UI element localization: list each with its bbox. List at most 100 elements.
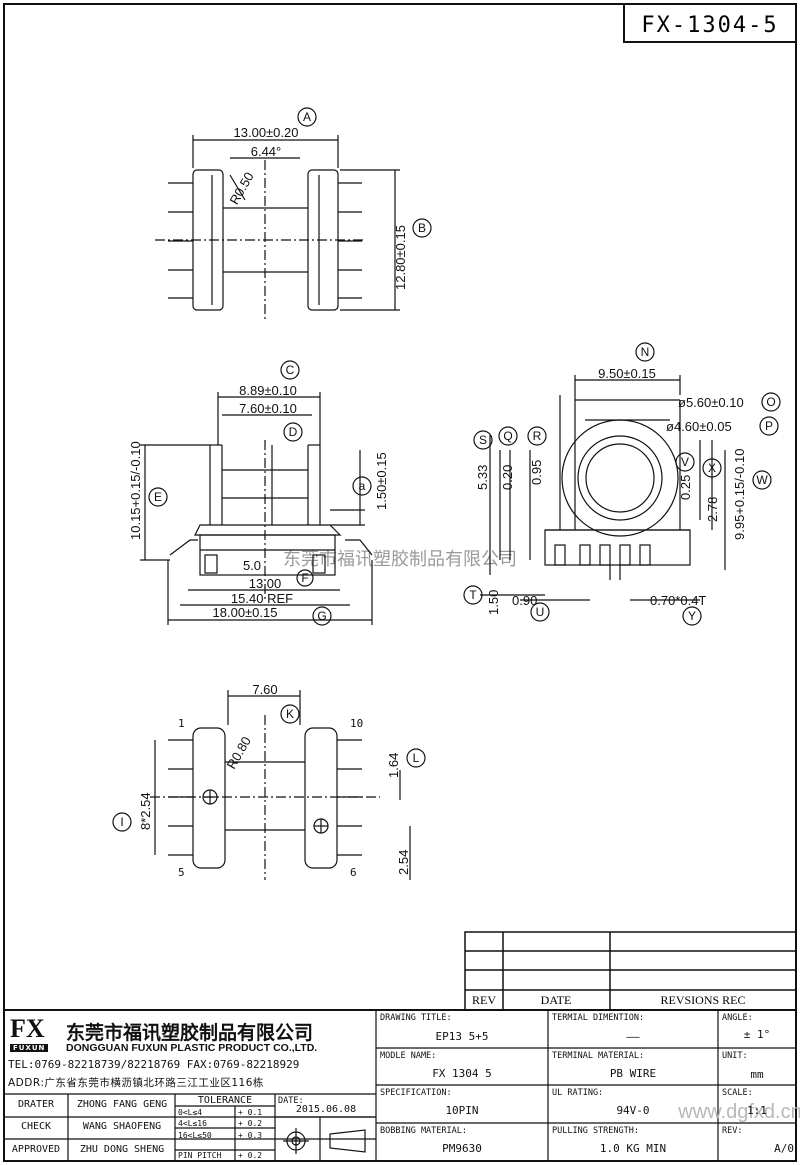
dim-bottom-i: 8*2.54 [138,792,153,830]
rev-header: REV [472,993,496,1007]
dim-front-e: 10.15+0.15/-0.10 [128,441,143,540]
label-L: L [413,751,420,765]
dim-side-q: 0.20 [500,465,515,490]
dim-front-c: 8.89±0.10 [239,383,297,398]
pull-label: PULLING STRENGTH: [552,1126,639,1136]
label-A: A [303,110,311,124]
label-S: S [479,433,487,447]
label-F: F [301,571,308,585]
tolerance-value-4: + 0.2 [238,1151,263,1160]
dim-front-a: 1.50±0.15 [374,452,389,510]
revision-table [464,931,797,1011]
website-watermark: www.dgfxd.cn [677,1101,800,1123]
label-N: N [641,345,650,359]
dim-bottom-r: R0.80 [224,734,254,772]
drawing-title-value: EP13 5+5 [435,1030,489,1043]
label-a: a [359,479,366,493]
top-view [155,107,432,320]
tolerance-range-2: 4<L≤16 [178,1119,207,1128]
drawing-border [3,3,797,1162]
label-P: P [765,419,773,433]
tolerance-range-3: 16<L≤50 [178,1131,212,1140]
label-K: K [286,707,294,721]
dim-front-d: 7.60±0.10 [239,401,297,416]
tolerance-range-4: PIN PITCH [178,1151,222,1160]
model-value: FX 1304 5 [432,1067,492,1080]
dim-front-13: 13.00 [249,576,282,591]
angle-label: ANGLE: [722,1013,753,1023]
spec-label: SPECIFICATION: [380,1088,452,1098]
tolerance-value-3: + 0.3 [238,1131,263,1140]
dim-front-g: 18.00±0.15 [213,605,278,620]
dim-side-n: 9.50±0.15 [598,366,656,381]
company-addr: ADDR:广东省东莞市横沥镇北环路三江工业区116栋 [8,1077,264,1089]
dim-bottom-pitch: 2.54 [396,850,411,875]
dim-bottom-l: 1.64 [386,753,401,778]
label-O: O [766,395,775,409]
dim-top-width: 13.00±0.20 [234,125,299,140]
dim-side-t: 1.50 [486,590,501,615]
label-Y: Y [688,609,696,623]
signoff-name-check: WANG SHAOFENG [82,1121,162,1132]
label-Q: Q [503,429,512,443]
label-R: R [533,429,542,443]
scale-label: SCALE: [722,1088,753,1098]
company-logo: FX [10,1014,45,1043]
spec-value: 10PIN [445,1104,479,1117]
date-header: DATE [541,993,572,1007]
pin-10-label: 10 [350,717,363,730]
company-logo-sub: FUXUN [10,1044,49,1052]
rev-value: A/0 [774,1142,794,1155]
front-view [140,360,373,626]
terminal-dim-label: TERMIAL DIMENTION: [552,1013,645,1023]
revisions-header: REVSIONS REC [660,993,745,1007]
dim-side-x: 2.78 [705,497,720,522]
dim-front-f: 5.0 [243,558,261,573]
dim-side-s: 5.33 [475,465,490,490]
label-B: B [418,221,426,235]
dim-bottom-k: 7.60 [252,682,277,697]
label-T: T [469,588,477,602]
pin-5-label: 5 [178,866,185,879]
dim-top-radius: R0.50 [226,169,256,207]
label-X: X [708,461,716,475]
pull-value: 1.0 KG MIN [599,1142,667,1155]
terminal-mat-value: PB WIRE [609,1067,657,1080]
part-code-box [623,3,797,43]
dim-side-w: 9.95+0.15/-0.10 [732,449,747,540]
tolerance-range-1: 0<L≤4 [178,1108,203,1117]
company-name-cn: 东莞市福讯塑胶制品有限公司 [66,1022,314,1044]
drawing-title-label: DRAWING TITLE: [380,1013,452,1023]
watermark-text: 东莞市福讯塑胶制品有限公司 [283,549,517,570]
tolerance-value-2: + 0.2 [238,1119,263,1128]
date-value: 2015.06.08 [295,1104,357,1115]
angle-value: ± 1° [743,1028,771,1041]
tolerance-value-1: + 0.1 [238,1108,263,1117]
signoff-name-drater: ZHONG FANG GENG [76,1099,168,1110]
label-C: C [286,363,295,377]
dim-top-angle: 6.44° [251,144,282,159]
dim-side-u: 0.90 [512,593,537,608]
date-label: DATE: [278,1096,304,1106]
label-W: W [756,473,768,487]
label-G: G [317,609,326,623]
pin-6-label: 6 [350,866,357,879]
company-tel: TEL:0769-82218739/82218769 FAX:0769-8221… [8,1058,300,1071]
pin-1-label: 1 [178,717,185,730]
label-D: D [289,425,298,439]
signoff-role-approved: APPROVED [11,1144,61,1155]
unit-label: UNIT: [722,1051,748,1061]
dim-side-y: 0.70*0.4T [650,593,706,608]
unit-value: mm [750,1068,764,1081]
company-name-en: DONGGUAN FUXUN PLASTIC PRODUCT CO.,LTD. [66,1042,318,1054]
scale-value: 1:1 [747,1104,767,1117]
dim-top-height: 12.80±0.15 [393,225,408,290]
label-V: V [681,455,689,469]
title-block-grid [4,1009,796,1161]
signoff-role-check: CHECK [20,1121,52,1132]
label-U: U [536,605,545,619]
bobbin-label: BOBBING MATERIAL: [380,1126,467,1136]
rev-label: REV: [722,1126,743,1136]
signoff-name-approved: ZHU DONG SHENG [79,1144,165,1155]
